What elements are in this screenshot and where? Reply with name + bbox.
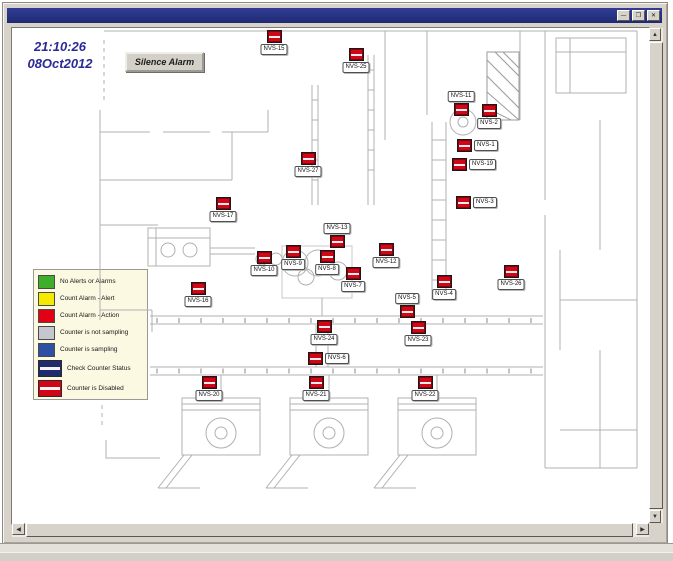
station-indicator-NVS-10[interactable] xyxy=(257,251,272,264)
station-indicator-NVS-19[interactable] xyxy=(452,158,467,171)
clock-date: 08Oct2012 xyxy=(27,56,93,71)
station-indicator-NVS-3[interactable] xyxy=(456,196,471,209)
station-label: NVS-24 xyxy=(310,334,338,345)
station-label: NVS-7 xyxy=(341,281,365,292)
station-label: NVS-27 xyxy=(294,166,322,177)
legend-item: Count Alarm - Alert xyxy=(38,290,147,307)
station-indicator-NVS-11[interactable] xyxy=(454,103,469,116)
scroll-left-button[interactable]: ◀ xyxy=(12,523,25,535)
station-indicator-NVS-6[interactable] xyxy=(308,352,323,365)
legend-label: Counter is Disabled xyxy=(67,385,124,392)
station-indicator-NVS-2[interactable] xyxy=(482,104,497,117)
station-label: NVS-8 xyxy=(315,264,339,275)
maximize-button[interactable]: ❐ xyxy=(632,10,645,21)
legend-item: Count Alarm - Action xyxy=(38,307,147,324)
silence-alarm-button[interactable]: Silence Alarm xyxy=(125,52,204,72)
legend-swatch xyxy=(38,325,55,340)
titlebar: —❐✕ xyxy=(7,8,662,23)
station-indicator-NVS-25[interactable] xyxy=(349,48,364,61)
station-indicator-NVS-17[interactable] xyxy=(216,197,231,210)
window-controls: —❐✕ xyxy=(617,10,660,21)
station-label: NVS-17 xyxy=(209,211,237,222)
scroll-right-button[interactable]: ▶ xyxy=(636,523,649,535)
station-label: NVS-3 xyxy=(473,197,497,208)
legend-label: Count Alarm - Alert xyxy=(60,295,115,302)
station-indicator-NVS-7[interactable] xyxy=(346,267,361,280)
station-label: NVS-11 xyxy=(447,91,475,102)
station-indicator-NVS-13[interactable] xyxy=(330,235,345,248)
station-indicator-NVS-16[interactable] xyxy=(191,282,206,295)
station-label: NVS-12 xyxy=(372,257,400,268)
bottom-strip-page xyxy=(0,552,673,561)
station-indicator-NVS-15[interactable] xyxy=(267,30,282,43)
vertical-scroll-thumb[interactable] xyxy=(649,42,663,509)
legend-item: Check Counter Status xyxy=(38,359,147,378)
station-label: NVS-5 xyxy=(395,293,419,304)
legend-swatch xyxy=(38,308,55,323)
legend-swatch xyxy=(38,291,55,306)
station-indicator-NVS-9[interactable] xyxy=(286,245,301,258)
station-label: NVS-15 xyxy=(260,44,288,55)
close-button[interactable]: ✕ xyxy=(647,10,660,21)
station-label: NVS-23 xyxy=(404,335,432,346)
legend-swatch xyxy=(38,342,55,357)
station-indicator-NVS-21[interactable] xyxy=(309,376,324,389)
clock-time: 21:10:26 xyxy=(33,39,87,54)
legend-item: No Alerts or Alarms xyxy=(38,273,147,290)
station-label: NVS-9 xyxy=(281,259,305,270)
station-indicator-NVS-4[interactable] xyxy=(437,275,452,288)
station-label: NVS-2 xyxy=(477,118,501,129)
legend-item: Counter is Disabled xyxy=(38,379,147,398)
legend-swatch xyxy=(38,380,62,397)
station-indicator-NVS-8[interactable] xyxy=(320,250,335,263)
station-indicator-NVS-23[interactable] xyxy=(411,321,426,334)
station-indicator-NVS-12[interactable] xyxy=(379,243,394,256)
station-label: NVS-10 xyxy=(250,265,278,276)
vertical-scrollbar[interactable]: ▲ ▼ xyxy=(649,28,663,523)
station-label: NVS-13 xyxy=(323,223,351,234)
horizontal-scroll-thumb[interactable] xyxy=(26,523,633,537)
legend-swatch xyxy=(38,274,55,289)
station-label: NVS-21 xyxy=(302,390,330,401)
station-indicator-NVS-22[interactable] xyxy=(418,376,433,389)
station-indicator-NVS-20[interactable] xyxy=(202,376,217,389)
horizontal-scrollbar[interactable]: ◀ ▶ xyxy=(12,523,649,537)
station-label: NVS-1 xyxy=(474,140,498,151)
station-label: NVS-26 xyxy=(497,279,525,290)
legend-swatch xyxy=(38,360,62,377)
station-indicator-NVS-1[interactable] xyxy=(457,139,472,152)
station-indicator-NVS-26[interactable] xyxy=(504,265,519,278)
station-label: NVS-4 xyxy=(432,289,456,300)
station-label: NVS-22 xyxy=(411,390,439,401)
scroll-up-button[interactable]: ▲ xyxy=(649,28,661,41)
legend-label: Check Counter Status xyxy=(67,365,131,372)
clock: 21:10:26 08Oct2012 xyxy=(8,38,112,72)
minimize-button[interactable]: — xyxy=(617,10,630,21)
station-label: NVS-19 xyxy=(469,159,497,170)
legend-label: Counter is not sampling xyxy=(60,329,129,336)
legend-label: Counter is sampling xyxy=(60,346,118,353)
legend-item: Counter is sampling xyxy=(38,341,147,358)
station-indicator-NVS-5[interactable] xyxy=(400,305,415,318)
legend-label: Count Alarm - Action xyxy=(60,312,120,319)
station-label: NVS-6 xyxy=(325,353,349,364)
station-label: NVS-16 xyxy=(184,296,212,307)
station-indicator-NVS-24[interactable] xyxy=(317,320,332,333)
station-label: NVS-20 xyxy=(195,390,223,401)
station-label: NVS-25 xyxy=(342,62,370,73)
legend-label: No Alerts or Alarms xyxy=(60,278,116,285)
legend-item: Counter is not sampling xyxy=(38,324,147,341)
scroll-down-button[interactable]: ▼ xyxy=(649,510,661,523)
station-indicator-NVS-27[interactable] xyxy=(301,152,316,165)
